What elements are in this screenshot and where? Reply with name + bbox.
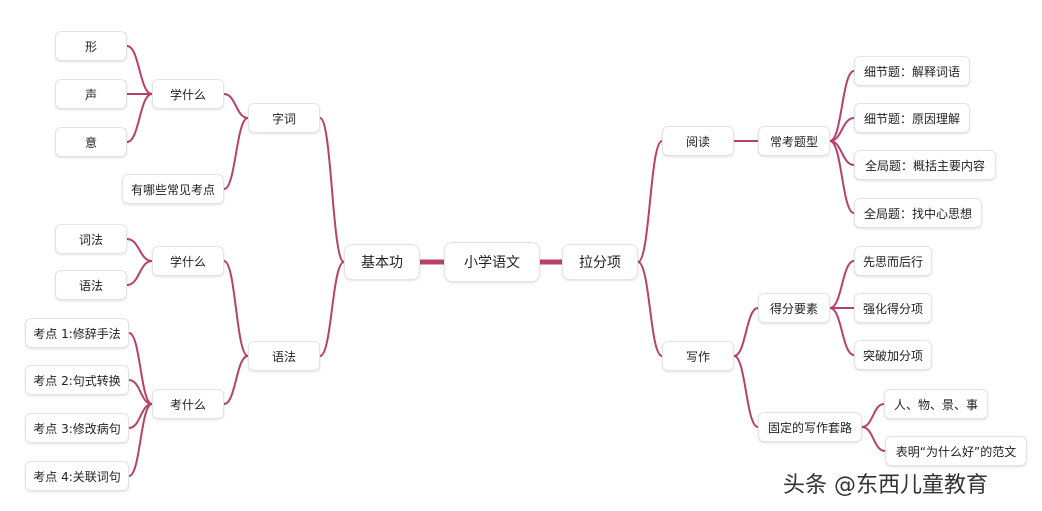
node-zici[interactable]: 字词 <box>248 103 320 133</box>
edge-ksm-kd2 <box>128 379 153 405</box>
edge-yufa-xsm2 <box>223 260 249 357</box>
node-xshx[interactable]: 先思而后行 <box>854 246 932 276</box>
node-dfys[interactable]: 得分要素 <box>758 293 830 323</box>
edge-ksm-kd1 <box>128 332 153 405</box>
node-kaodian[interactable]: 有哪些常见考点 <box>122 174 224 204</box>
node-qhdf[interactable]: 强化得分项 <box>854 293 932 323</box>
node-xing[interactable]: 形 <box>55 31 127 61</box>
node-kd1[interactable]: 考点 1:修辞手法 <box>25 318 129 348</box>
edge-xsm2-yufa2 <box>126 260 153 286</box>
edge-zici-xsm1 <box>223 93 249 119</box>
watermark: 头条 @东西儿童教育 <box>783 473 988 498</box>
node-yuedu[interactable]: 阅读 <box>662 126 734 156</box>
node-root[interactable]: 小学语文 <box>444 242 540 282</box>
edge-dfys-tpjf <box>829 307 855 356</box>
node-rwjs[interactable]: 人、物、景、事 <box>884 389 988 419</box>
node-qj2[interactable]: 全局题：找中心思想 <box>854 198 982 228</box>
node-jbg[interactable]: 基本功 <box>344 244 420 280</box>
edge-xiezuo-dfys <box>733 307 759 357</box>
node-xj1[interactable]: 细节题：解释词语 <box>854 56 970 86</box>
node-yufa[interactable]: 语法 <box>248 341 320 371</box>
node-yi[interactable]: 意 <box>55 127 127 157</box>
edge-yufa-ksm <box>223 355 249 405</box>
edge-jbg-zici <box>319 117 345 263</box>
edge-xiezuo-gdxz <box>733 355 759 428</box>
node-ksm[interactable]: 考什么 <box>152 389 224 419</box>
node-xsm1[interactable]: 学什么 <box>152 79 224 109</box>
edge-ckx-xj1 <box>829 70 855 142</box>
edge-gdxz-fanwen <box>861 426 886 452</box>
node-ckx[interactable]: 常考题型 <box>758 126 830 156</box>
edge-xsm1-xing <box>126 45 153 95</box>
node-tpjf[interactable]: 突破加分项 <box>854 340 932 370</box>
node-yufa2[interactable]: 语法 <box>55 270 127 300</box>
edge-lfx-yuedu <box>637 140 663 263</box>
node-xsm2[interactable]: 学什么 <box>152 246 224 276</box>
edge-zici-kaodian <box>223 117 249 190</box>
edge-ksm-kd4 <box>128 403 153 477</box>
node-fanwen[interactable]: 表明“为什么好”的范文 <box>885 436 1027 466</box>
node-cifa[interactable]: 词法 <box>55 224 127 254</box>
edge-lfx-xiezuo <box>637 261 663 357</box>
edge-dfys-xshx <box>829 260 855 309</box>
edge-gdxz-rwjs <box>861 403 885 428</box>
edge-ckx-qj2 <box>829 140 855 214</box>
node-lfx[interactable]: 拉分项 <box>562 244 638 280</box>
node-gdxz[interactable]: 固定的写作套路 <box>758 412 862 442</box>
edge-xsm2-cifa <box>126 238 153 262</box>
node-xiezuo[interactable]: 写作 <box>662 341 734 371</box>
edge-jbg-yufa <box>319 261 345 357</box>
node-qj1[interactable]: 全局题：概括主要内容 <box>854 150 996 180</box>
node-kd3[interactable]: 考点 3:修改病句 <box>25 413 129 443</box>
node-sheng[interactable]: 声 <box>55 79 127 109</box>
node-kd4[interactable]: 考点 4:关联词句 <box>25 461 129 491</box>
edge-xsm1-yi <box>126 93 153 143</box>
edge-ckx-xj2 <box>829 117 855 142</box>
node-xj2[interactable]: 细节题：原因理解 <box>854 103 970 133</box>
node-kd2[interactable]: 考点 2:句式转换 <box>25 365 129 395</box>
